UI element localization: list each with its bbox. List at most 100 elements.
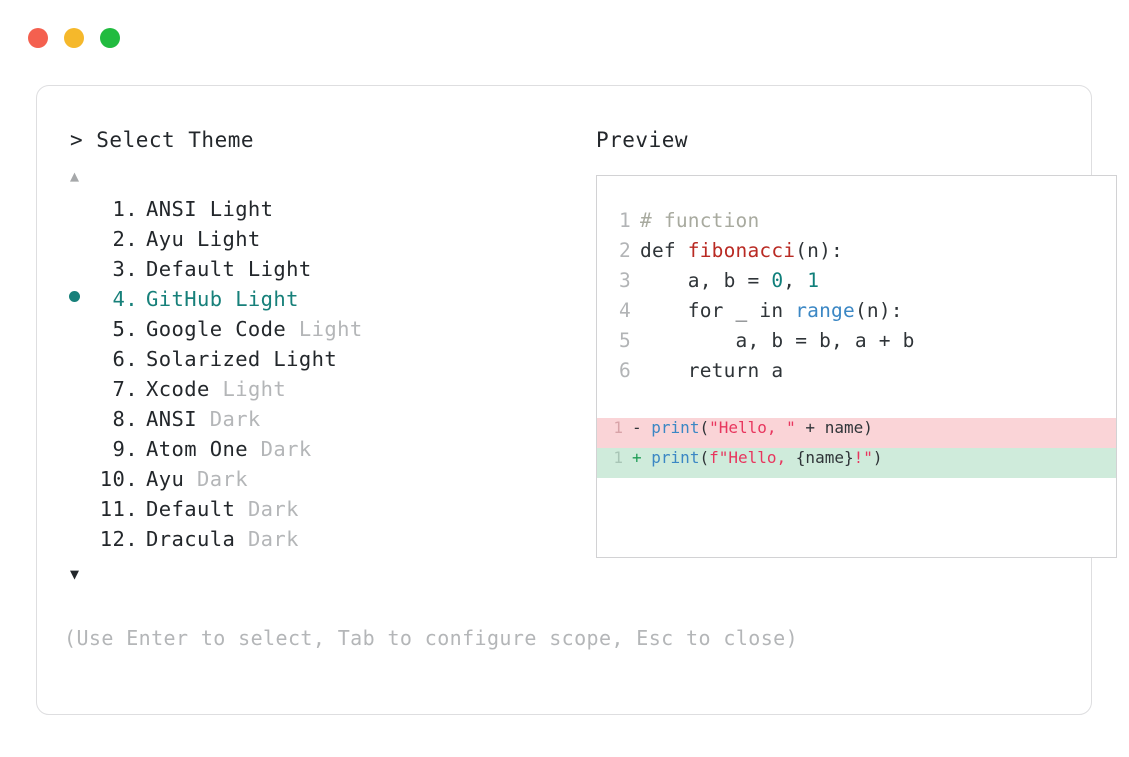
code-token: for _ in <box>640 299 796 322</box>
scroll-up-arrow-icon[interactable]: ▲ <box>70 167 80 185</box>
theme-list-item[interactable]: 12. Dracula Dark <box>64 527 564 557</box>
code-token: def <box>640 239 688 262</box>
diff-line-text: print("Hello, " + name) <box>651 418 873 437</box>
theme-item-name: Ayu <box>146 467 185 491</box>
theme-item-name: GitHub Light <box>146 287 299 311</box>
theme-item-name: Atom One <box>146 437 248 461</box>
theme-list-item[interactable]: 1. ANSI Light <box>64 197 564 227</box>
theme-item-index: 8. <box>99 407 138 431</box>
diff-line-del: 1- print("Hello, " + name) <box>597 418 1116 448</box>
code-line-text: a, b = 0, 1 <box>640 266 819 296</box>
code-line-number: 4 <box>619 299 631 322</box>
theme-item-index: 3. <box>99 257 138 281</box>
code-token: # function <box>640 209 760 232</box>
minimize-window-button[interactable] <box>64 28 84 48</box>
code-line-number: 3 <box>619 269 631 292</box>
theme-item-name: Default <box>146 497 236 521</box>
theme-item-name: Solarized Light <box>146 347 338 371</box>
diff-gap <box>642 448 652 467</box>
code-line: 2 def fibonacci(n): <box>597 236 1116 266</box>
index-gap <box>138 407 146 431</box>
code-token: a, b = <box>640 269 772 292</box>
code-token: return a <box>640 359 784 382</box>
theme-item-index: 7. <box>99 377 138 401</box>
theme-item-index: 11. <box>99 497 138 521</box>
code-line: 6 return a <box>597 356 1116 386</box>
code-token: a, b = b, a + b <box>640 329 915 352</box>
theme-list-item[interactable]: 2. Ayu Light <box>64 227 564 257</box>
theme-item-variant-badge: Dark <box>247 437 312 461</box>
diff-line-number: 1 <box>613 418 623 437</box>
theme-item-label: GitHub Light <box>146 287 299 311</box>
code-line-text: a, b = b, a + b <box>640 326 915 356</box>
code-token: {name} <box>795 448 854 467</box>
diff-line-text: print(f"Hello, {name}!") <box>651 448 882 467</box>
index-gap <box>138 437 146 461</box>
theme-item-variant-badge: Light <box>286 317 363 341</box>
code-line-number: 2 <box>619 239 631 262</box>
code-token: (n): <box>795 239 843 262</box>
index-gap <box>138 287 146 311</box>
diff-sign: + <box>632 448 642 467</box>
theme-list-item[interactable]: 6. Solarized Light <box>64 347 564 377</box>
code-line-text: # function <box>640 206 759 236</box>
theme-item-variant-badge: Dark <box>196 407 261 431</box>
theme-item-name: Google Code <box>146 317 287 341</box>
diff-sign: - <box>632 418 642 437</box>
code-line-text: return a <box>640 356 783 386</box>
code-token: !" <box>853 448 873 467</box>
code-line: 3 a, b = 0, 1 <box>597 266 1116 296</box>
code-token: 1 <box>807 269 820 292</box>
code-token: f"Hello, <box>709 448 796 467</box>
theme-list-item[interactable]: 5. Google Code Light <box>64 317 564 347</box>
index-gap <box>138 257 146 281</box>
theme-list-column: > Select Theme ▲ 1. ANSI Light 2. Ayu Li… <box>64 130 564 587</box>
code-line-number: 5 <box>619 329 631 352</box>
scroll-down-arrow-icon[interactable]: ▼ <box>70 565 80 583</box>
preview-label: Preview <box>596 128 689 152</box>
theme-list-item[interactable]: 11. Default Dark <box>64 497 564 527</box>
code-token: , <box>783 269 808 292</box>
theme-item-label: Ayu Light <box>146 227 261 251</box>
theme-list-item[interactable]: 9. Atom One Dark <box>64 437 564 467</box>
theme-list-item[interactable]: 10. Ayu Dark <box>64 467 564 497</box>
code-token: fibonacci <box>687 239 796 262</box>
maximize-window-button[interactable] <box>100 28 120 48</box>
selected-bullet-icon <box>64 291 94 302</box>
keyboard-hint: (Use Enter to select, Tab to configure s… <box>64 626 799 650</box>
index-gap <box>138 377 146 401</box>
theme-item-label: Google Code Light <box>146 317 363 341</box>
index-gap <box>138 317 146 341</box>
diff-sample: 1- print("Hello, " + name)1+ print(f"Hel… <box>597 418 1116 478</box>
code-token: 0 <box>771 269 784 292</box>
theme-selector-card: > Select Theme ▲ 1. ANSI Light 2. Ayu Li… <box>36 85 1117 715</box>
code-token: (n): <box>854 299 903 322</box>
code-line-number: 6 <box>619 359 631 382</box>
bullet-dot <box>69 291 80 302</box>
theme-item-name: Dracula <box>146 527 236 551</box>
index-gap <box>138 197 146 221</box>
theme-list-item[interactable]: 4. GitHub Light <box>64 287 564 317</box>
theme-list-item[interactable]: 3. Default Light <box>64 257 564 287</box>
code-token: "Hello, " <box>709 418 796 437</box>
close-window-button[interactable] <box>28 28 48 48</box>
theme-item-label: ANSI Light <box>146 197 273 221</box>
diff-line-number: 1 <box>613 448 623 467</box>
theme-item-index: 5. <box>99 317 138 341</box>
diff-gap <box>642 418 652 437</box>
theme-item-name: Xcode <box>146 377 210 401</box>
theme-item-index: 12. <box>99 527 138 551</box>
theme-item-label: Ayu Dark <box>146 467 248 491</box>
theme-list-item[interactable]: 7. Xcode Light <box>64 377 564 407</box>
theme-item-variant-badge: Dark <box>235 497 299 521</box>
theme-item-name: ANSI <box>146 407 197 431</box>
theme-item-label: Xcode Light <box>146 377 286 401</box>
theme-item-index: 2. <box>99 227 138 251</box>
index-gap <box>138 347 146 371</box>
theme-list: 1. ANSI Light 2. Ayu Light 3. Default Li… <box>64 197 564 557</box>
theme-item-index: 10. <box>99 467 138 491</box>
index-gap <box>138 227 146 251</box>
theme-list-item[interactable]: 8. ANSI Dark <box>64 407 564 437</box>
theme-item-index: 4. <box>99 287 138 311</box>
window-traffic-lights <box>28 28 120 48</box>
